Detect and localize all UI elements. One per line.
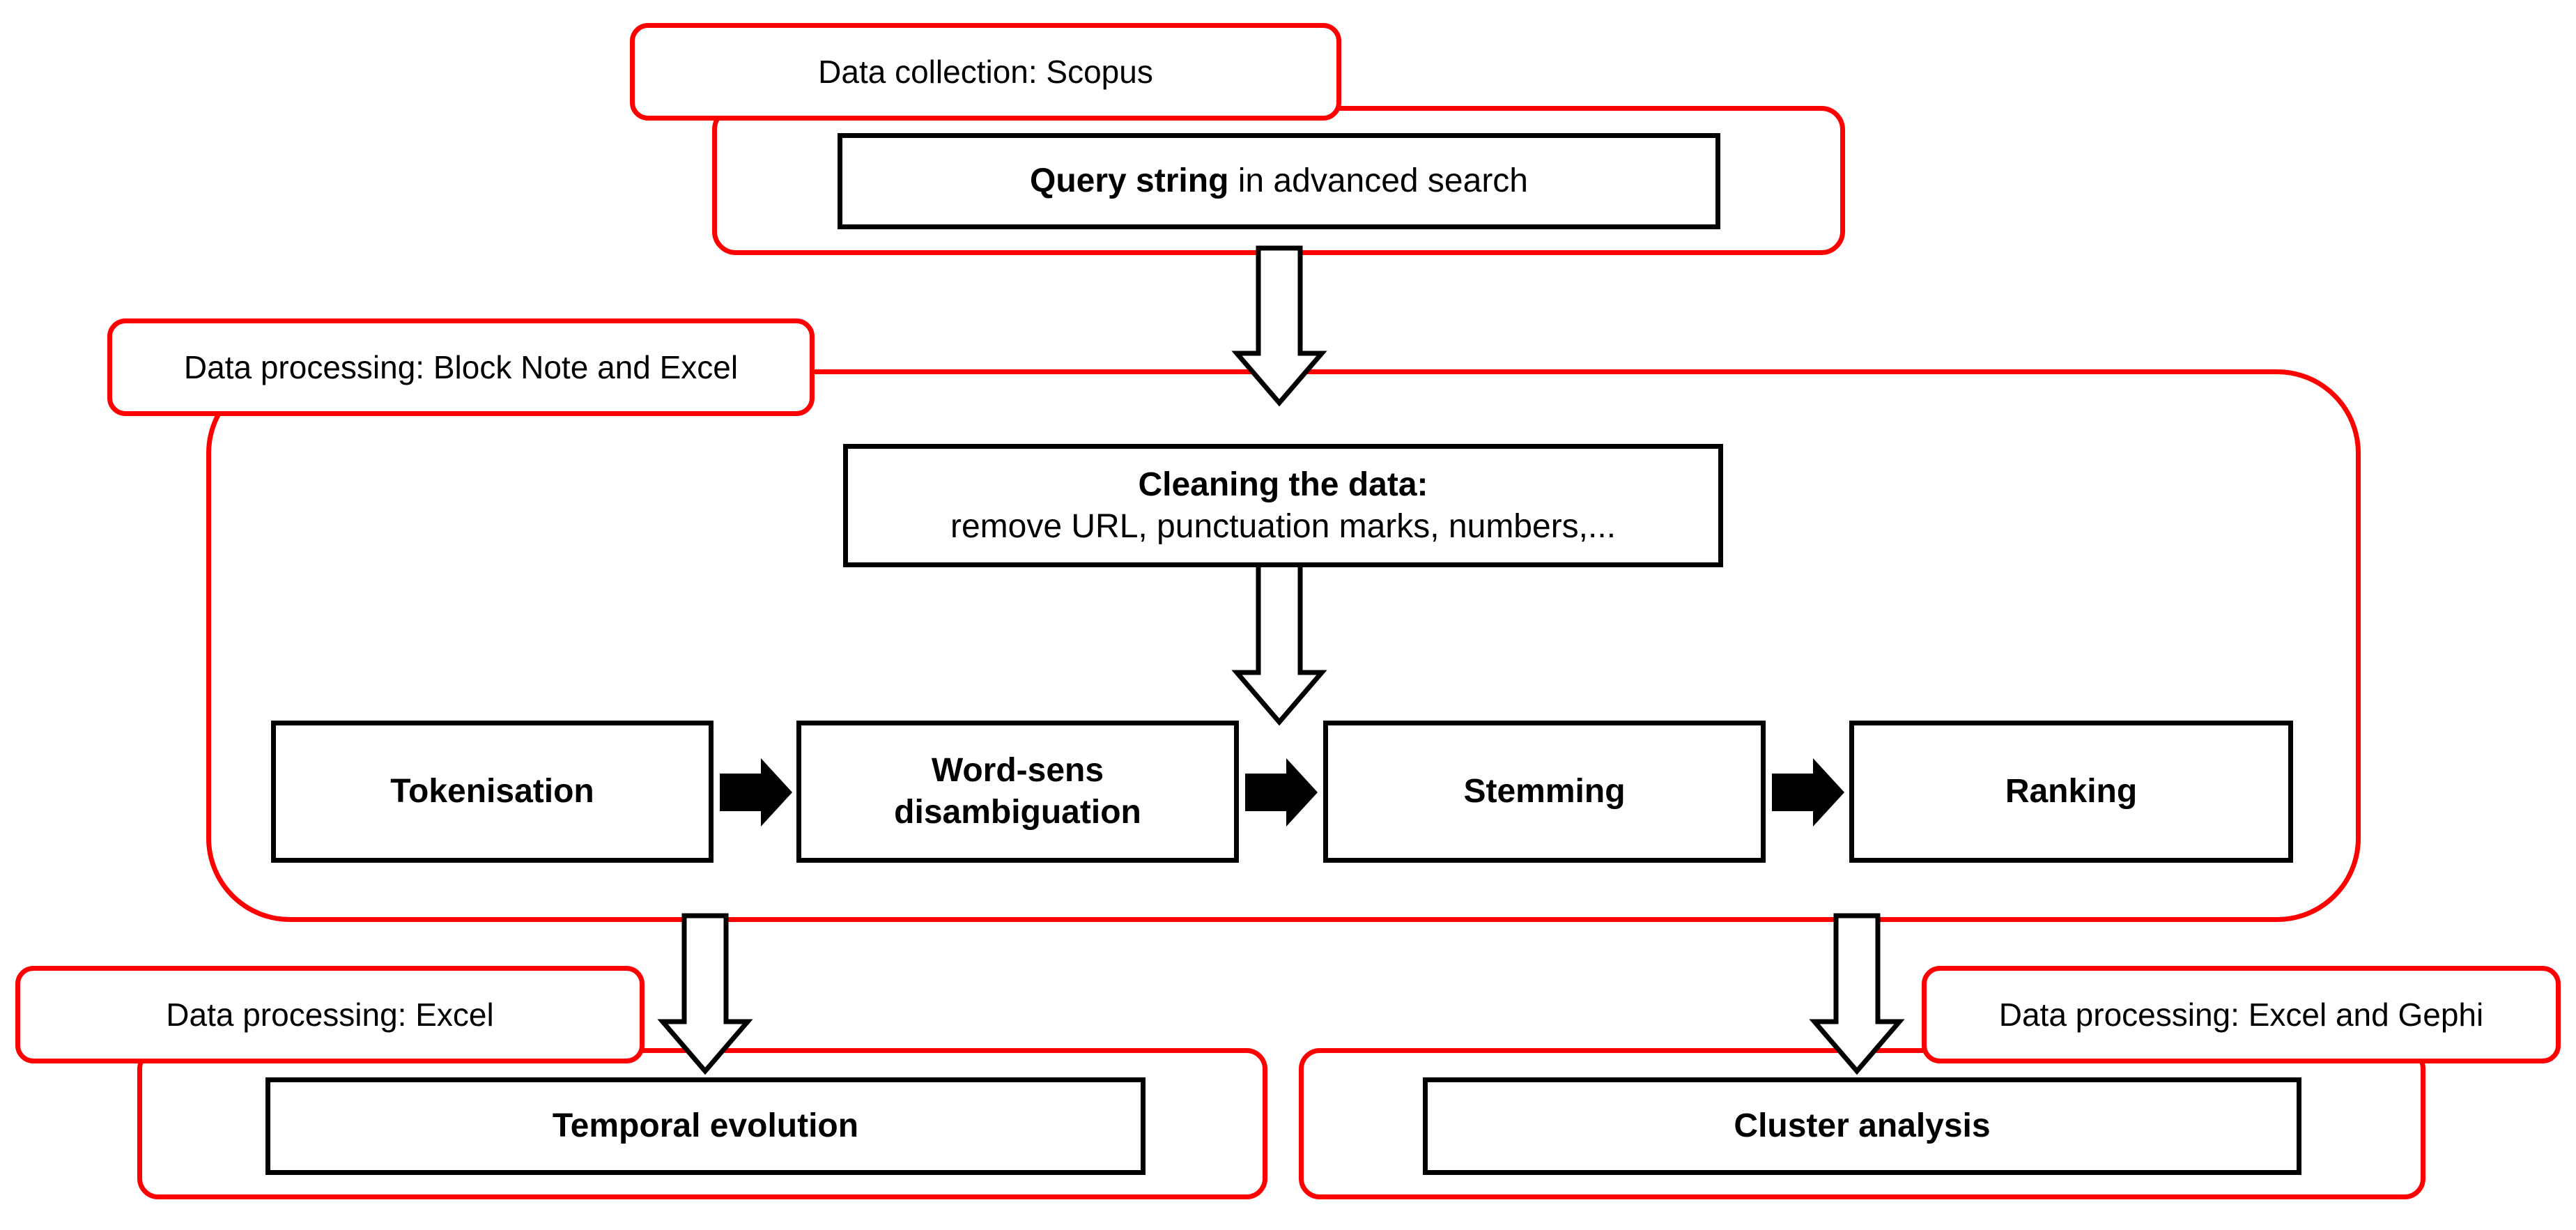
cluster-stage-label: Data processing: Excel and Gephi — [1922, 966, 2561, 1063]
stemming-text: Stemming — [1463, 773, 1626, 810]
word-sense-line1: Word-sens — [931, 752, 1104, 789]
arrow-to-cluster — [1809, 913, 1905, 1075]
arrow-tokenisation-to-wordsense — [720, 758, 792, 827]
processing-stage-label: Data processing: Block Note and Excel — [107, 318, 815, 416]
arrow-stemming-to-ranking — [1772, 758, 1844, 827]
temporal-stage-label: Data processing: Excel — [15, 966, 645, 1063]
arrow-wordsense-to-stemming — [1245, 758, 1318, 827]
word-sense-box: Word-sens disambiguation — [796, 721, 1239, 863]
cleaning-title: Cleaning the data: — [1138, 466, 1428, 503]
word-sense-line2: disambiguation — [894, 794, 1141, 831]
cleaning-box: Cleaning the data: remove URL, punctuati… — [843, 444, 1723, 567]
temporal-evolution-box: Temporal evolution — [265, 1077, 1146, 1175]
arrow-query-to-processing — [1231, 245, 1327, 407]
processing-stage-label-text: Data processing: Block Note and Excel — [183, 349, 739, 385]
query-string-box: Query string in advanced search — [838, 133, 1720, 229]
query-string-rest-text: in advanced search — [1228, 162, 1528, 199]
tokenisation-text: Tokenisation — [390, 773, 594, 810]
ranking-box: Ranking — [1849, 721, 2293, 863]
arrow-cleaning-to-pipeline — [1231, 560, 1327, 726]
cleaning-detail: remove URL, punctuation marks, numbers,.… — [950, 507, 1617, 545]
query-string-bold-text: Query string — [1029, 162, 1229, 199]
collection-stage-label: Data collection: Scopus — [630, 23, 1341, 121]
tokenisation-box: Tokenisation — [271, 721, 714, 863]
cluster-analysis-text: Cluster analysis — [1734, 1107, 1991, 1144]
temporal-stage-label-text: Data processing: Excel — [166, 997, 494, 1033]
ranking-text: Ranking — [2005, 773, 2138, 810]
temporal-evolution-text: Temporal evolution — [552, 1107, 859, 1144]
collection-stage-label-text: Data collection: Scopus — [818, 54, 1153, 90]
stemming-box: Stemming — [1323, 721, 1766, 863]
cluster-analysis-box: Cluster analysis — [1423, 1077, 2301, 1175]
arrow-to-temporal — [657, 913, 753, 1075]
cluster-stage-label-text: Data processing: Excel and Gephi — [1998, 997, 2484, 1033]
